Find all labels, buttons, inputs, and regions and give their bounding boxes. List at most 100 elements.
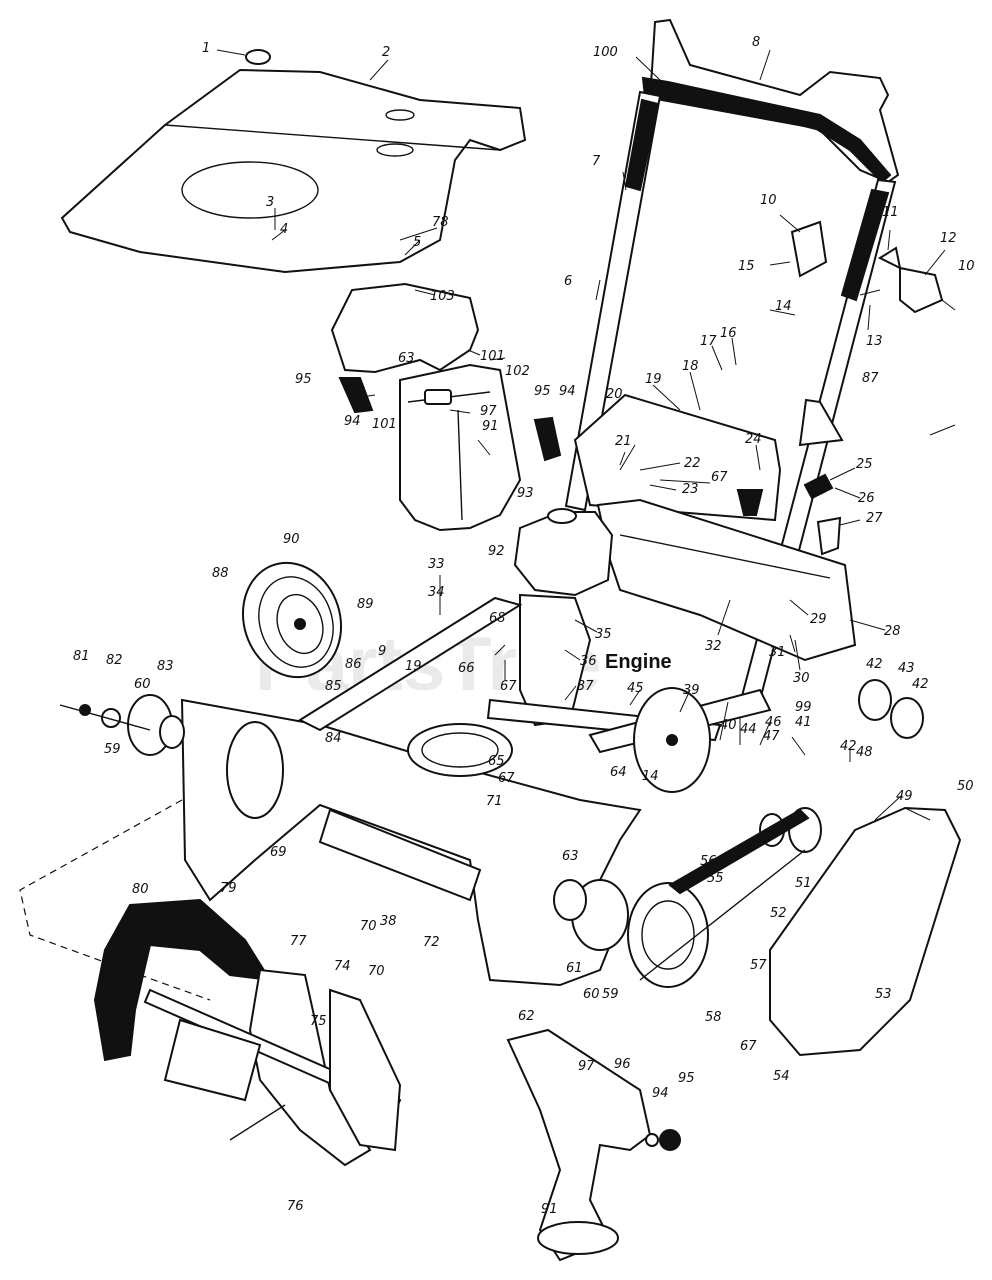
part-number-74: 74 — [334, 959, 351, 974]
part-number-81: 81 — [73, 649, 90, 664]
part-number-63: 63 — [562, 849, 579, 864]
control-levers — [573, 220, 944, 556]
part-number-32: 32 — [705, 639, 722, 654]
part-number-7: 7 — [592, 154, 601, 169]
part-number-102: 102 — [505, 364, 530, 379]
part-number-92: 92 — [488, 544, 505, 559]
part-number-24: 24 — [745, 432, 762, 447]
part-number-86: 86 — [345, 657, 362, 672]
part-number-77: 77 — [290, 934, 307, 949]
part-number-67: 67 — [711, 470, 728, 485]
part-number-1: 1 — [202, 41, 210, 56]
part-number-60: 60 — [583, 987, 600, 1002]
part-number-57: 57 — [750, 958, 767, 973]
part-number-14: 14 — [775, 299, 792, 314]
part-number-31: 31 — [769, 645, 786, 660]
part-number-51: 51 — [795, 876, 812, 891]
fuel-tank — [513, 508, 614, 597]
part-number-9: 9 — [378, 644, 386, 659]
part-number-20: 20 — [606, 387, 623, 402]
part-number-2: 2 — [382, 45, 390, 60]
knob-mid — [533, 416, 562, 462]
part-number-82: 82 — [106, 653, 123, 668]
part-number-15: 15 — [738, 259, 755, 274]
part-number-63: 63 — [398, 351, 415, 366]
part-number-33: 33 — [428, 557, 445, 572]
part-number-59: 59 — [104, 742, 121, 757]
part-number-66: 66 — [458, 661, 475, 676]
part-number-28: 28 — [884, 624, 901, 639]
part-number-41: 41 — [795, 715, 812, 730]
part-number-103: 103 — [430, 289, 455, 304]
part-number-47: 47 — [763, 729, 780, 744]
part-number-85: 85 — [325, 679, 342, 694]
part-number-72: 72 — [423, 935, 440, 950]
part-number-44: 44 — [740, 722, 757, 737]
part-number-19: 19 — [645, 372, 662, 387]
part-number-58: 58 — [705, 1010, 722, 1025]
part-number-42: 42 — [866, 657, 883, 672]
part-number-3: 3 — [266, 195, 274, 210]
part-number-4: 4 — [280, 222, 288, 237]
part-number-14: 14 — [642, 769, 659, 784]
part-number-93: 93 — [517, 486, 534, 501]
knob-left — [338, 377, 374, 414]
part-number-52: 52 — [770, 906, 787, 921]
part-number-34: 34 — [428, 585, 445, 600]
part-number-95: 95 — [295, 372, 312, 387]
part-number-91: 91 — [482, 419, 499, 434]
part-number-21: 21 — [615, 434, 632, 449]
part-number-71: 71 — [486, 794, 503, 809]
part-number-13: 13 — [866, 334, 883, 349]
part-number-95: 95 — [678, 1071, 695, 1086]
part-number-67: 67 — [498, 771, 515, 786]
part-number-55: 55 — [707, 871, 724, 886]
part-number-35: 35 — [595, 627, 612, 642]
part-number-40: 40 — [720, 718, 737, 733]
part-number-42: 42 — [840, 739, 857, 754]
part-number-62: 62 — [518, 1009, 535, 1024]
part-number-50: 50 — [957, 779, 974, 794]
part-number-29: 29 — [810, 612, 827, 627]
part-number-8: 8 — [752, 35, 760, 50]
dash-panel — [596, 498, 857, 662]
part-number-83: 83 — [157, 659, 174, 674]
part-number-94: 94 — [344, 414, 361, 429]
part-number-70: 70 — [360, 919, 377, 934]
part-number-79: 79 — [220, 881, 237, 896]
left-axle-parts — [59, 694, 185, 756]
part-number-16: 16 — [720, 326, 737, 341]
engine-label: Engine — [605, 651, 672, 673]
part-number-18: 18 — [682, 359, 699, 374]
part-number-26: 26 — [858, 491, 875, 506]
part-number-12: 12 — [940, 231, 957, 246]
part-number-27: 27 — [866, 511, 883, 526]
part-number-46: 46 — [765, 715, 782, 730]
part-number-38: 38 — [380, 914, 397, 929]
part-number-67: 67 — [740, 1039, 757, 1054]
leader-lines — [216, 49, 956, 821]
part-number-22: 22 — [684, 456, 701, 471]
part-number-65: 65 — [488, 754, 505, 769]
part-number-76: 76 — [287, 1199, 304, 1214]
part-number-42: 42 — [912, 677, 929, 692]
part-number-70: 70 — [368, 964, 385, 979]
part-number-37: 37 — [577, 679, 594, 694]
part-number-6: 6 — [564, 274, 572, 289]
part-number-59: 59 — [602, 987, 619, 1002]
part-number-97: 97 — [480, 404, 497, 419]
deflector-plate — [330, 282, 480, 374]
part-number-54: 54 — [773, 1069, 790, 1084]
part-number-48: 48 — [856, 745, 873, 760]
part-number-97: 97 — [578, 1059, 595, 1074]
part-number-94: 94 — [652, 1086, 669, 1101]
part-number-61: 61 — [566, 961, 583, 976]
part-number-39: 39 — [683, 683, 700, 698]
part-number-17: 17 — [700, 334, 717, 349]
part-number-101: 101 — [480, 349, 505, 364]
part-number-11: 11 — [882, 205, 899, 220]
knob-grip — [736, 489, 764, 516]
part-number-43: 43 — [898, 661, 915, 676]
